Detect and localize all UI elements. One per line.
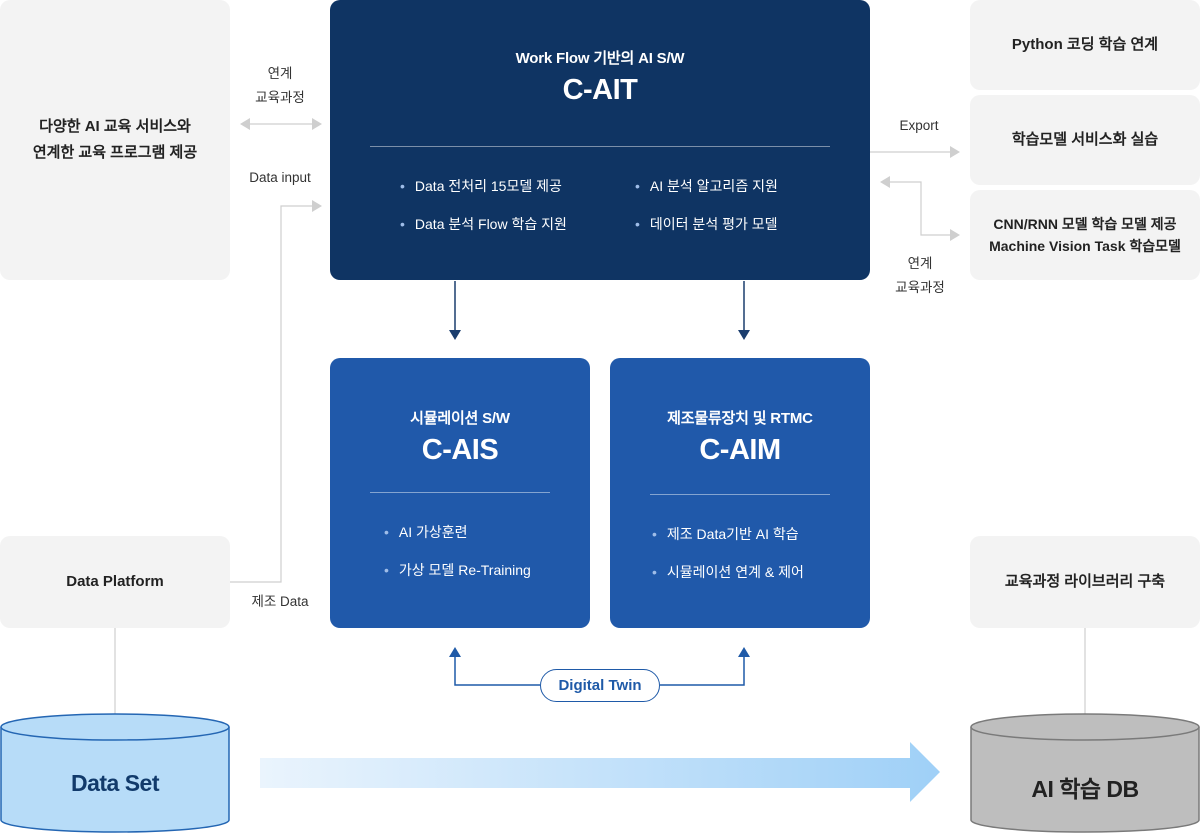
ai-education-programs-box: 다양한 AI 교육 서비스와 연계한 교육 프로그램 제공 xyxy=(0,0,230,280)
c-aim-card: 제조물류장치 및 RTMC C-AIM 제조 Data기반 AI 학습 시뮬레이… xyxy=(610,358,870,628)
down-arrow-cais xyxy=(449,281,461,340)
c-ait-bullet: 데이터 분석 평가 모델 xyxy=(635,214,778,234)
c-aim-bullet: 제조 Data기반 AI 학습 xyxy=(652,524,799,544)
link-right-label: 연계 교육과정 xyxy=(895,256,945,295)
c-ais-bullet: 가상 모델 Re-Training xyxy=(384,560,531,580)
dataset-cylinder xyxy=(0,713,230,833)
curriculum-library-box: 교육과정 라이브러리 구축 xyxy=(970,536,1200,628)
link-right-arrow xyxy=(880,176,960,241)
c-aim-bullet: 시뮬레이션 연계 & 제어 xyxy=(652,562,804,582)
down-arrow-caim xyxy=(738,281,750,340)
c-ais-title: C-AIS xyxy=(421,434,499,466)
data-input-label: Data input xyxy=(249,170,311,185)
c-ait-bullet: AI 분석 알고리즘 지원 xyxy=(635,176,778,196)
c-ais-bullet: AI 가상훈련 xyxy=(384,522,468,542)
c-ait-bullet: Data 분석 Flow 학습 지원 xyxy=(400,214,567,234)
link-left-arrow xyxy=(240,118,322,130)
c-ais-subtitle: 시뮬레이션 S/W xyxy=(410,410,510,427)
c-aim-divider xyxy=(650,494,830,495)
c-aim-subtitle: 제조물류장치 및 RTMC xyxy=(667,410,813,427)
c-ais-divider xyxy=(370,492,550,493)
digital-twin-connector xyxy=(449,647,750,686)
dataset-label-wrap: Data Set xyxy=(0,720,230,834)
manufacturing-data-label: 제조 Data xyxy=(251,594,309,609)
ai-db-label: AI 학습 DB xyxy=(1031,776,1139,802)
dataset-to-db-flow-arrow xyxy=(260,742,940,802)
model-service-box: 학습모델 서비스화 실습 xyxy=(970,95,1200,185)
digital-twin-badge: Digital Twin xyxy=(540,669,660,702)
cnn-rnn-model-box: CNN/RNN 모델 학습 모델 제공 Machine Vision Task … xyxy=(970,190,1200,280)
c-ait-title: C-AIT xyxy=(562,74,638,106)
c-ait-divider xyxy=(370,146,830,147)
c-aim-title: C-AIM xyxy=(699,434,781,466)
c-ait-subtitle: Work Flow 기반의 AI S/W xyxy=(515,50,685,67)
python-coding-box: Python 코딩 학습 연계 xyxy=(970,0,1200,90)
export-label: Export xyxy=(899,118,939,133)
c-ait-bullet: Data 전처리 15모델 제공 xyxy=(400,176,562,196)
data-input-arrow xyxy=(230,200,322,583)
dataset-label: Data Set xyxy=(70,770,160,796)
link-left-label: 연계 교육과정 xyxy=(255,66,305,105)
export-arrow xyxy=(870,146,960,158)
db-cylinder xyxy=(970,713,1200,833)
data-platform-box: Data Platform xyxy=(0,536,230,628)
c-ait-card: Work Flow 기반의 AI S/W C-AIT Data 전처리 15모델… xyxy=(330,0,870,280)
c-ais-card: 시뮬레이션 S/W C-AIS AI 가상훈련 가상 모델 Re-Trainin… xyxy=(330,358,590,628)
db-label-wrap: AI 학습 DB xyxy=(970,720,1200,834)
